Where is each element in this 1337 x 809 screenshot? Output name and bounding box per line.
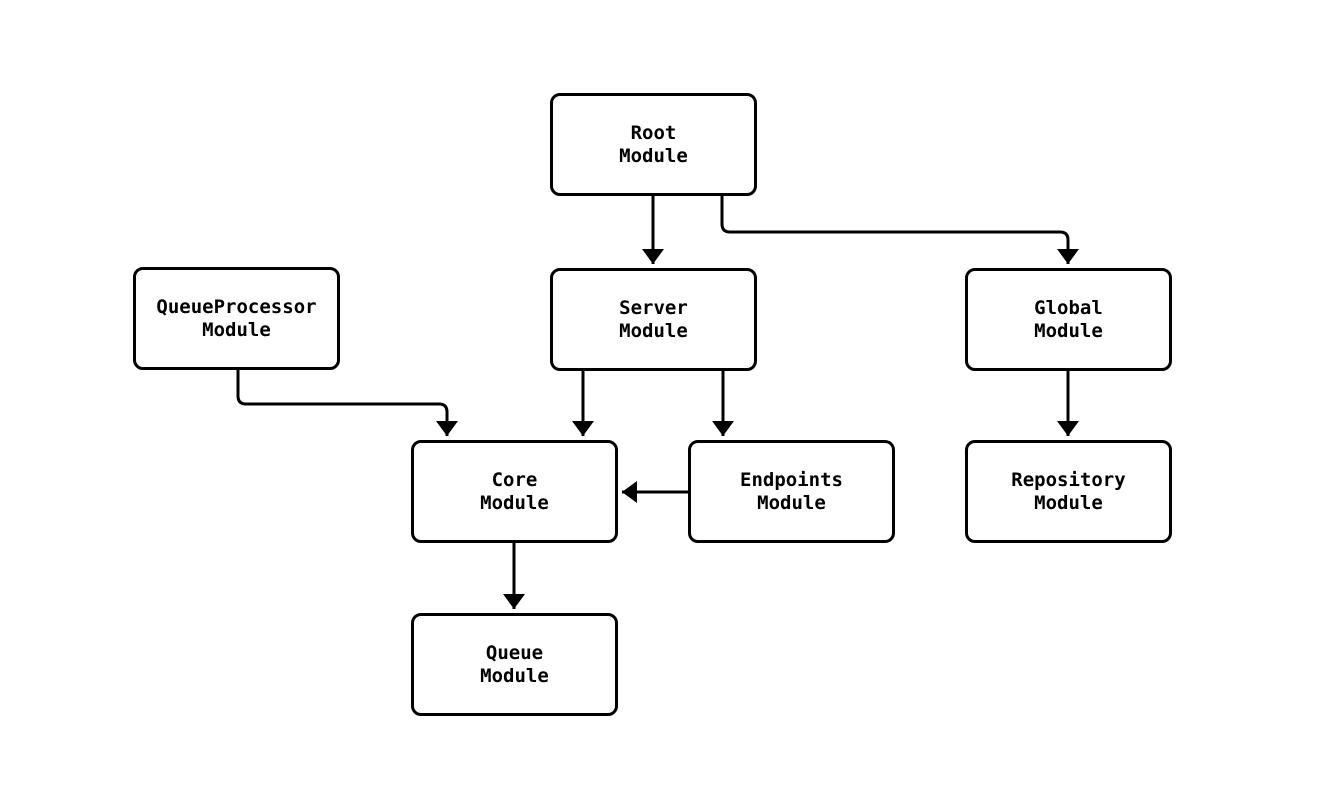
node-label-line1: Root bbox=[630, 121, 677, 144]
node-endpoints-module: Endpoints Module bbox=[688, 440, 895, 543]
node-queue-module: Queue Module bbox=[411, 613, 618, 716]
node-label-line2: Module bbox=[202, 318, 271, 341]
node-queueprocessor-module: QueueProcessor Module bbox=[133, 267, 340, 370]
node-label-line2: Module bbox=[757, 491, 826, 514]
node-label-line1: Core bbox=[491, 468, 538, 491]
node-label-line1: Queue bbox=[485, 641, 544, 664]
node-label-line2: Module bbox=[1034, 491, 1103, 514]
node-server-module: Server Module bbox=[550, 268, 757, 371]
node-label-line1: Server bbox=[619, 296, 688, 319]
node-label-line1: QueueProcessor bbox=[156, 295, 317, 318]
node-label-line2: Module bbox=[619, 319, 688, 342]
node-label-line1: Endpoints bbox=[740, 468, 843, 491]
node-label-line2: Module bbox=[480, 491, 549, 514]
node-core-module: Core Module bbox=[411, 440, 618, 543]
edge-root-module-to-global-module bbox=[720, 195, 1079, 264]
node-label-line2: Module bbox=[1034, 319, 1103, 342]
node-global-module: Global Module bbox=[965, 268, 1172, 371]
node-label-line1: Repository bbox=[1011, 468, 1126, 491]
node-repository-module: Repository Module bbox=[965, 440, 1172, 543]
node-label-line1: Global bbox=[1034, 296, 1103, 319]
node-label-line2: Module bbox=[480, 664, 549, 687]
node-root-module: Root Module bbox=[550, 93, 757, 196]
edge-queueprocessor-module-to-core-module bbox=[236, 369, 458, 436]
node-label-line2: Module bbox=[619, 144, 688, 167]
